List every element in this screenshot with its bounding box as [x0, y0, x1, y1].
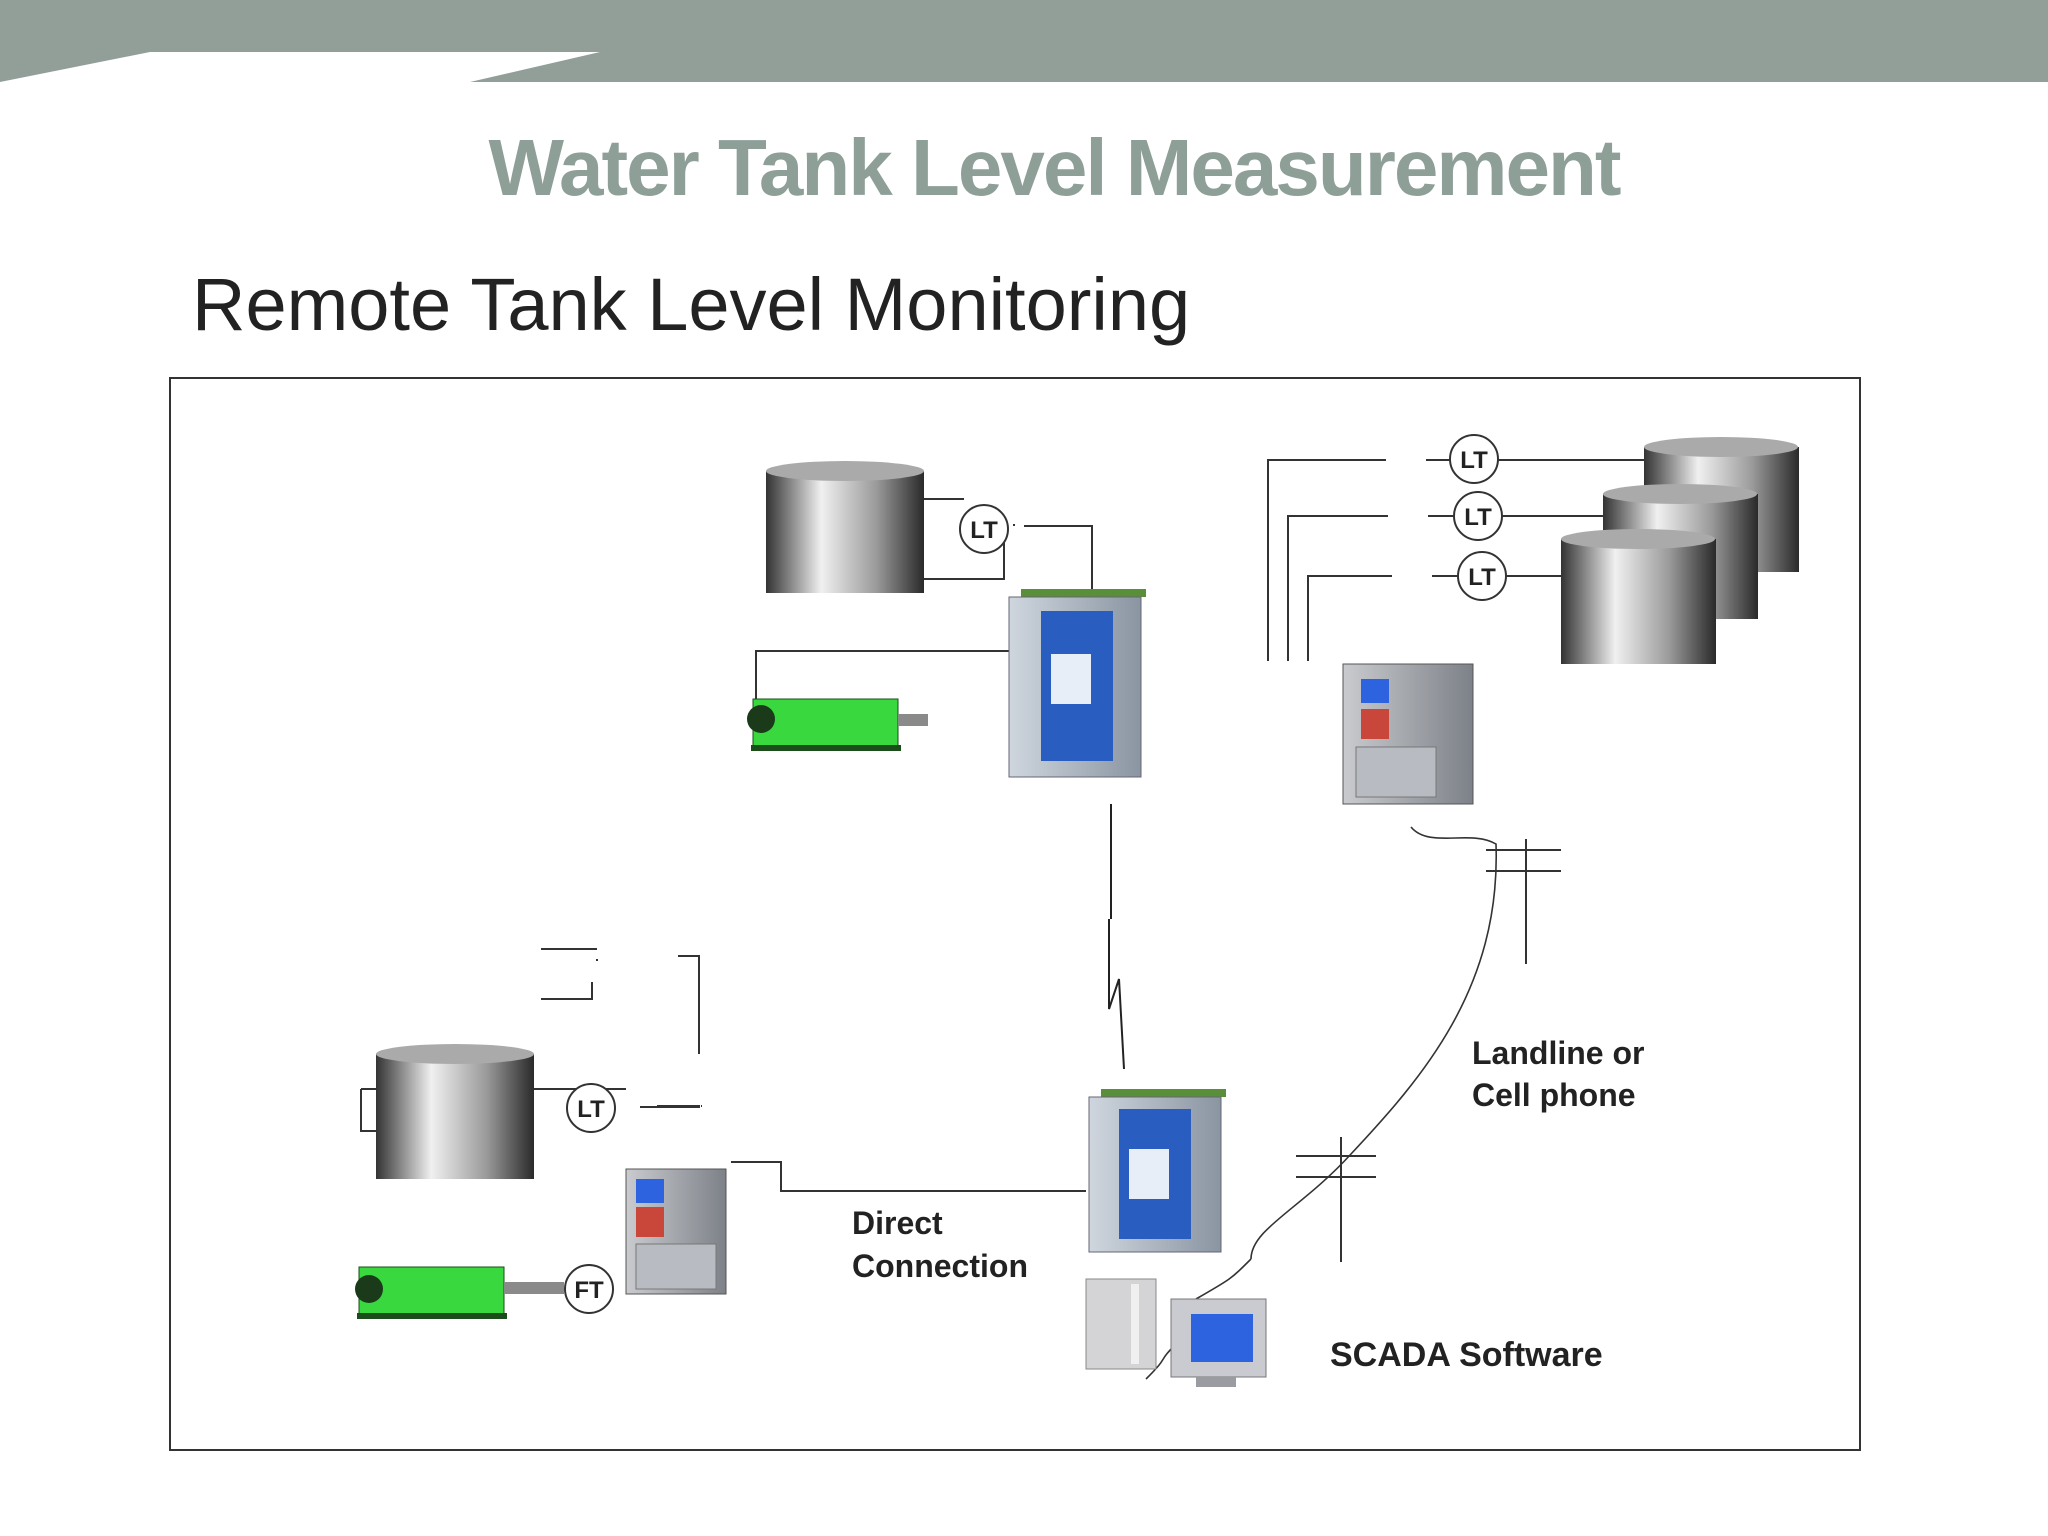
- svg-text:LT: LT: [577, 1096, 605, 1123]
- landline-curve: [1250, 826, 1497, 1260]
- level-transmitter-bottom-left: LT: [566, 1083, 616, 1133]
- landline-label-line-1: Landline or: [1472, 1035, 1644, 1071]
- pump-top: [747, 698, 928, 751]
- scada-diagram: LT LT LT LT LT FT: [355, 434, 1799, 1387]
- level-transmitter-top: LT: [959, 504, 1009, 554]
- svg-text:LT: LT: [1464, 504, 1492, 531]
- control-panel-right: [1342, 663, 1474, 805]
- pump-bottom: [355, 1266, 564, 1319]
- rtu-module-top: [1008, 589, 1146, 778]
- svg-text:FT: FT: [574, 1277, 604, 1304]
- svg-text:LT: LT: [970, 517, 998, 544]
- svg-text:LT: LT: [1468, 564, 1496, 591]
- level-transmitter-right-3: LT: [1449, 434, 1499, 484]
- diagram-frame: LT LT LT LT LT FT: [169, 377, 1861, 1451]
- landline-label-line-2: Cell phone: [1472, 1077, 1636, 1113]
- slide-title: Water Tank Level Measurement: [488, 123, 1621, 212]
- scada-monitor: [1170, 1298, 1267, 1387]
- scada-server: [1085, 1278, 1157, 1370]
- svg-text:LT: LT: [1460, 447, 1488, 474]
- rtu-module-bottom: [1088, 1089, 1226, 1253]
- header-band: [0, 0, 2048, 82]
- telephone-pole-upper: [1486, 839, 1561, 964]
- wiring-lines: [360, 459, 1646, 1192]
- control-panel-left: [625, 1168, 727, 1295]
- storage-tank-bottom-left: [376, 1044, 534, 1179]
- level-transmitter-right-1: LT: [1457, 551, 1507, 601]
- telephone-pole-lower: [1296, 1137, 1376, 1262]
- slide-subtitle: Remote Tank Level Monitoring: [192, 263, 1191, 346]
- scada-software-label: SCADA Software: [1330, 1336, 1603, 1374]
- flow-transmitter: FT: [564, 1264, 614, 1314]
- direct-connection-label-line-2: Connection: [852, 1248, 1028, 1284]
- level-transmitter-right-2: LT: [1453, 491, 1503, 541]
- direct-connection-label-line-1: Direct: [852, 1205, 943, 1241]
- storage-tank-top: [766, 461, 924, 593]
- radio-link: [1108, 804, 1125, 1070]
- storage-tank-right-1: [1561, 529, 1716, 664]
